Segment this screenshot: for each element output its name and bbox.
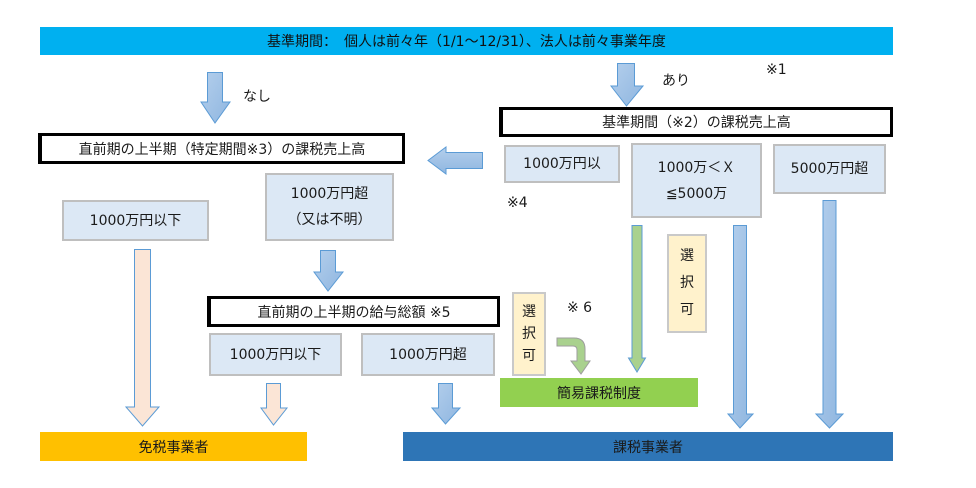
down-arrow-icon — [726, 225, 755, 429]
taxable-business-text: 課税事業者 — [613, 439, 683, 456]
branch-none-label: なし — [243, 89, 271, 105]
choice-char: 選 — [522, 304, 536, 320]
base-sales-under-10m-text: 1000万円以 — [523, 156, 601, 172]
tax-exempt-business-text: 免税事業者 — [138, 439, 209, 456]
left-arrow-icon — [427, 146, 483, 175]
base-sales-mid-line2: ≦5000万 — [665, 185, 728, 202]
down-arrow-icon — [124, 249, 161, 427]
down-arrow-icon — [313, 250, 345, 292]
branch-exists-label: あり — [662, 73, 690, 89]
down-arrow-icon — [609, 63, 645, 107]
down-arrow-icon — [430, 383, 462, 425]
base-period-sales-heading-text: 基準期間（※2）の課税売上高 — [602, 115, 791, 131]
specific-period-sales-heading: 直前期の上半期（特定期間※3）の課税売上高 — [38, 133, 405, 164]
specific-sales-over-line2: （又は不明） — [287, 212, 372, 228]
salary-over-10m-text: 1000万円超 — [389, 346, 467, 363]
note-1: ※1 — [766, 62, 787, 78]
choice-allowed-right: 選 択 可 — [667, 234, 707, 333]
base-sales-10m-to-50m-box: 1000万＜Ｘ ≦5000万 — [631, 143, 762, 218]
choice-char: 可 — [522, 348, 536, 364]
salary-over-10m-box: 1000万円超 — [361, 333, 495, 376]
choice-allowed-left: 選 択 可 — [512, 292, 546, 376]
choice-char: 択 — [522, 326, 536, 342]
taxable-business-bar: 課税事業者 — [403, 432, 893, 461]
base-sales-under-10m-box: 1000万円以 — [504, 145, 620, 183]
salary-total-heading-text: 直前期の上半期の給与総額 ※5 — [257, 304, 451, 321]
specific-sales-under-10m-text: 1000万円以下 — [89, 212, 182, 229]
curved-down-arrow-icon — [556, 337, 591, 375]
choice-char: 選 — [680, 248, 694, 264]
specific-sales-over-10m-box: 1000万円超 （又は不明） — [265, 173, 394, 241]
tax-exempt-business-bar: 免税事業者 — [40, 432, 307, 461]
base-sales-mid-line1: 1000万＜Ｘ — [657, 159, 736, 176]
note-6: ※ 6 — [567, 300, 593, 316]
choice-char: 可 — [680, 302, 694, 318]
base-period-sales-heading: 基準期間（※2）の課税売上高 — [499, 107, 893, 137]
down-arrow-icon — [200, 72, 231, 124]
specific-sales-over-line1: 1000万円超 — [290, 186, 369, 202]
base-sales-over-50m-box: 5000万円超 — [773, 144, 886, 194]
specific-period-sales-heading-text: 直前期の上半期（特定期間※3）の課税売上高 — [78, 141, 366, 158]
salary-under-10m-text: 1000万円以下 — [229, 346, 322, 363]
simplified-taxation-bar: 簡易課税制度 — [500, 378, 698, 407]
specific-sales-under-10m-box: 1000万円以下 — [62, 200, 209, 241]
note-4: ※4 — [507, 195, 528, 211]
down-arrow-icon — [627, 225, 647, 373]
base-period-banner: 基準期間： 個人は前々年（1/1～12/31）、法人は前々事業年度 — [40, 27, 893, 55]
down-arrow-icon — [260, 383, 289, 426]
salary-under-10m-box: 1000万円以下 — [209, 333, 342, 376]
base-sales-over-50m-text: 5000万円超 — [790, 161, 869, 177]
base-period-text: 基準期間： 個人は前々年（1/1～12/31）、法人は前々事業年度 — [267, 34, 666, 50]
simplified-taxation-text: 簡易課税制度 — [557, 385, 641, 402]
choice-char: 択 — [680, 275, 694, 291]
down-arrow-icon — [814, 200, 845, 429]
salary-total-heading: 直前期の上半期の給与総額 ※5 — [207, 296, 500, 327]
